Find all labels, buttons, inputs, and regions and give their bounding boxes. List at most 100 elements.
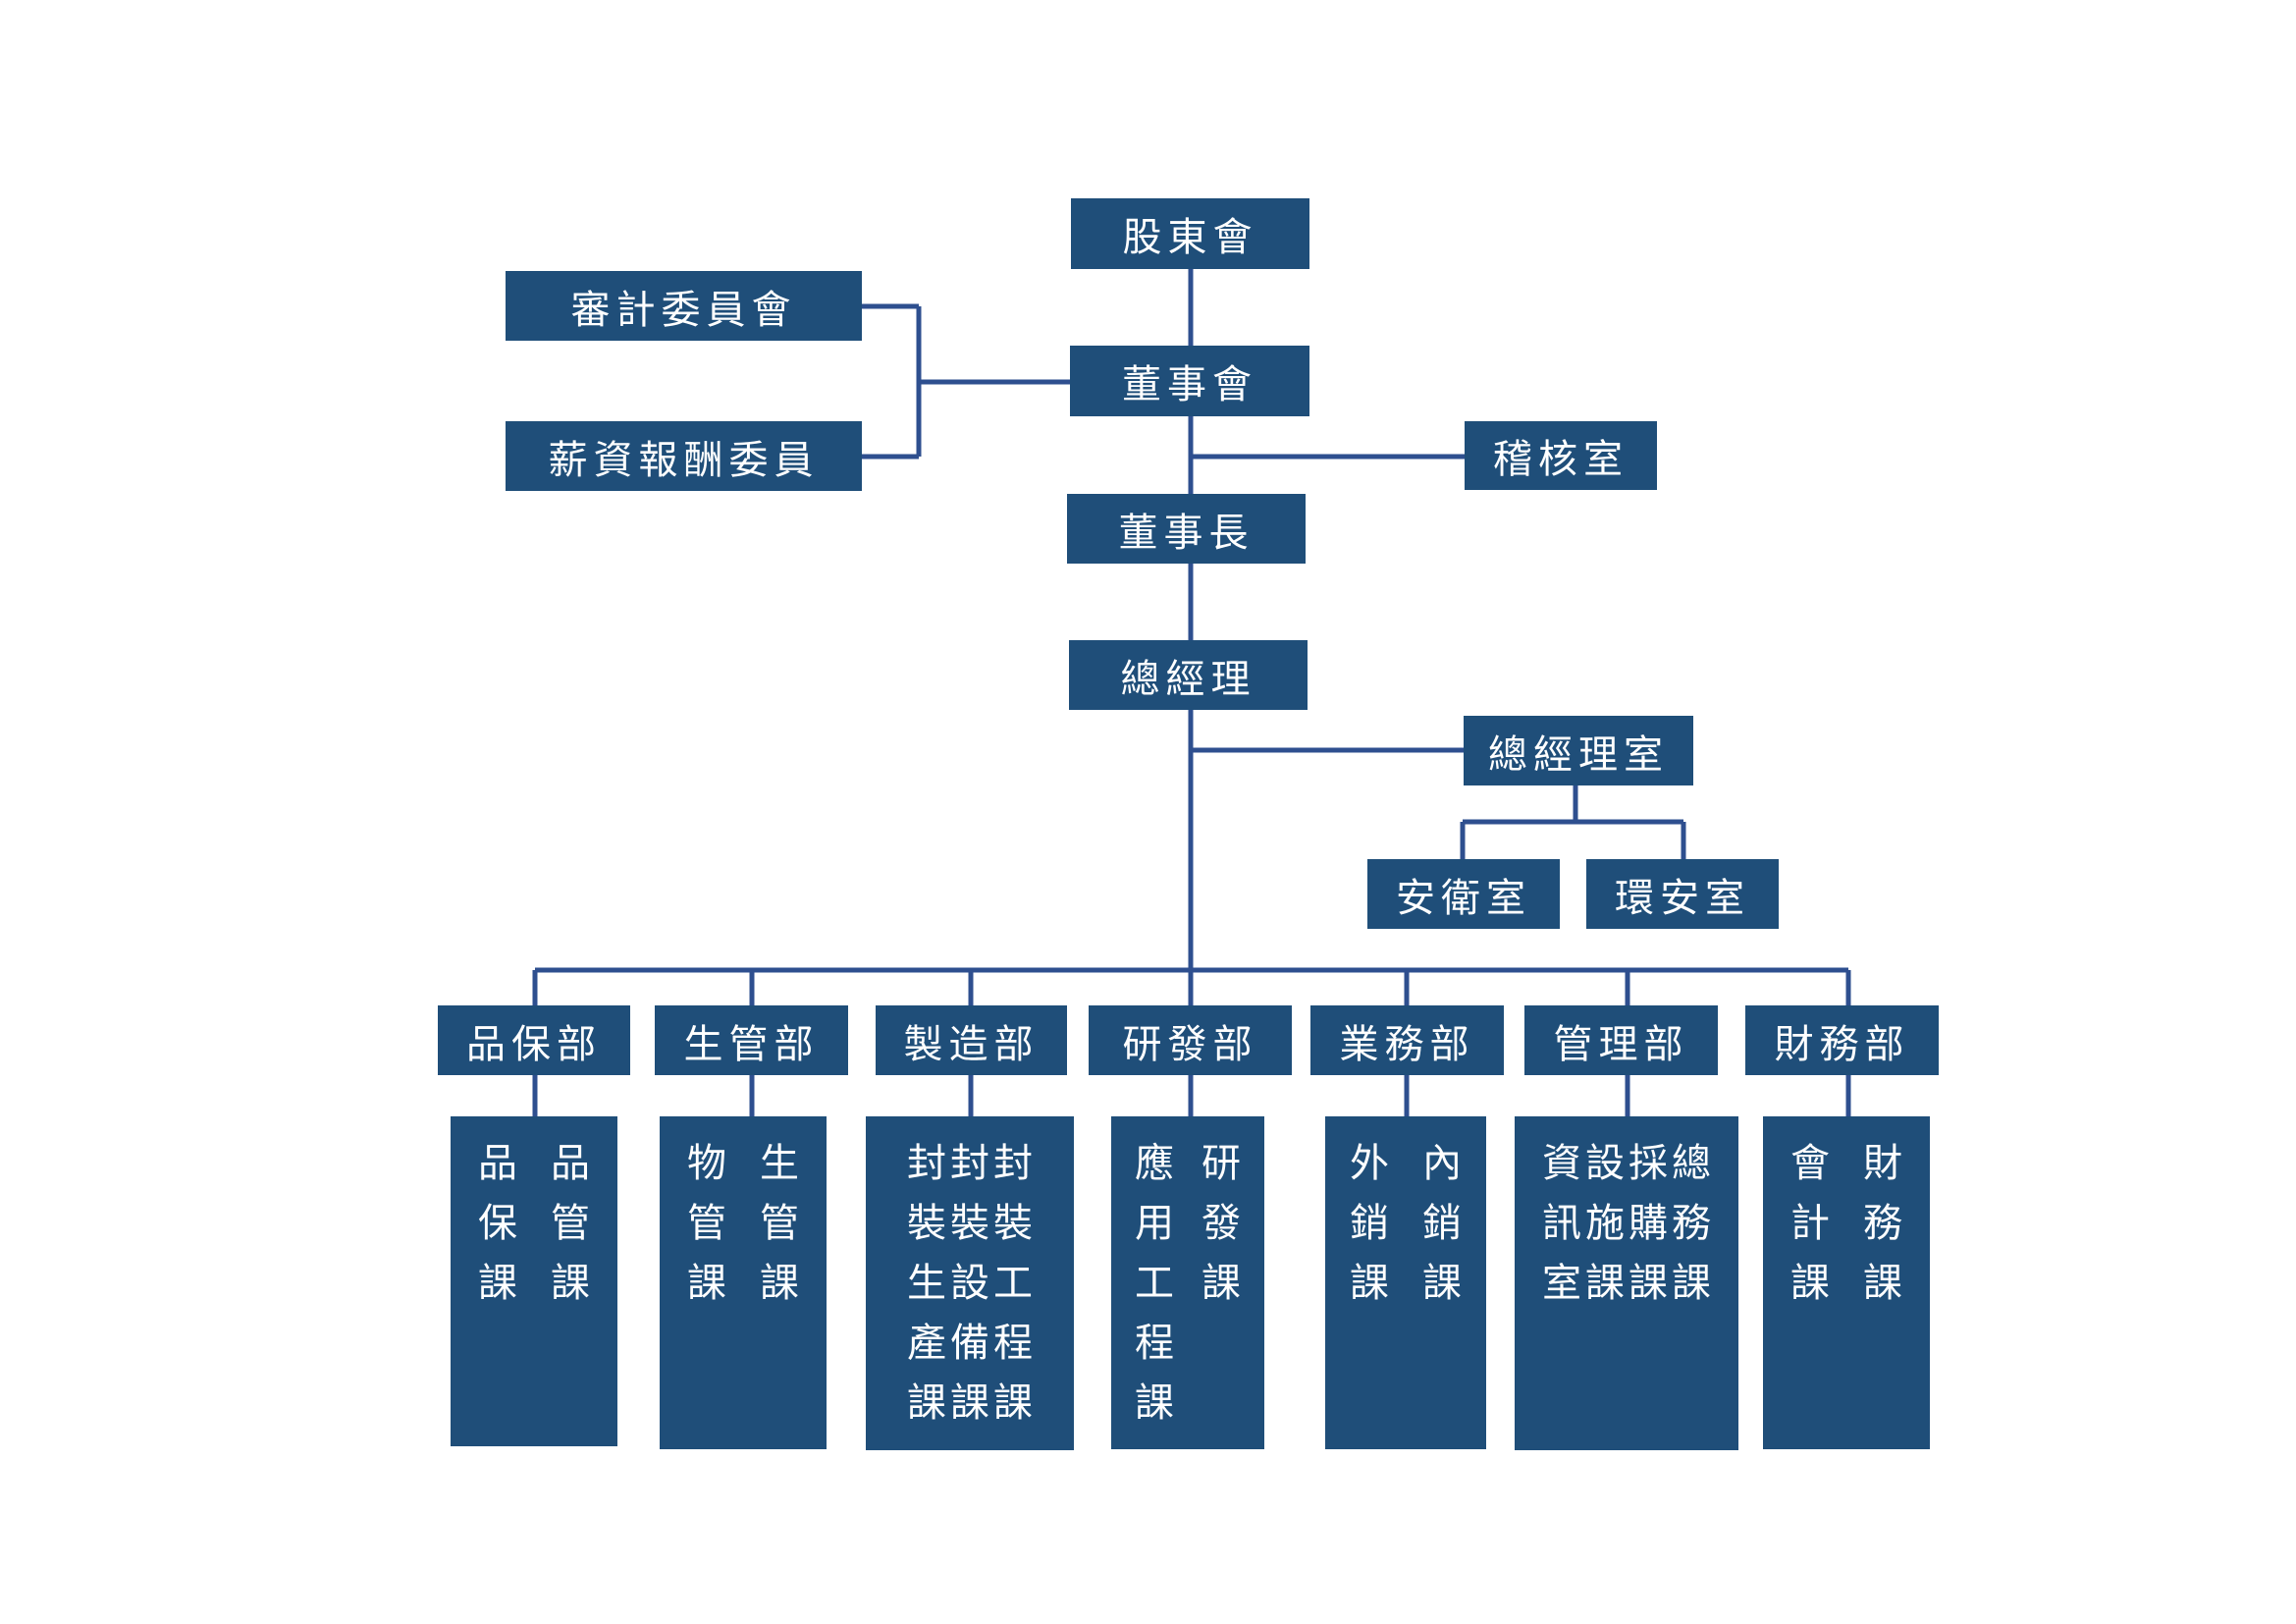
board-box: 董事會 [1070,346,1309,416]
department-box: 業務部 [1310,1005,1504,1075]
section-char: 課 [993,1380,1033,1426]
section-char: 裝 [950,1201,989,1246]
section-column: 內銷課 [1422,1134,1462,1314]
section-char: 課 [1629,1261,1668,1306]
section-column: 封裝生產課 [907,1134,946,1434]
section-column: 財務課 [1863,1134,1902,1314]
department-label: 研發部 [1122,1021,1258,1067]
section-char: 銷 [1350,1201,1389,1246]
section-char: 封 [907,1141,946,1186]
environment-office-box: 環安室 [1586,859,1779,929]
department-label: 生管部 [683,1021,820,1067]
section-column: 會計課 [1790,1134,1830,1314]
section-char: 內 [1422,1141,1462,1186]
section-char: 課 [1790,1261,1830,1306]
chairman-box: 董事長 [1067,494,1306,564]
gm-office-box: 總經理室 [1464,716,1693,785]
environment-office-label: 環安室 [1615,875,1750,921]
section-column: 應用工程課 [1135,1134,1174,1434]
department-box: 製造部 [876,1005,1067,1075]
chairman-label: 董事長 [1118,510,1255,556]
section-char: 課 [1585,1261,1625,1306]
section-column: 資訊室 [1542,1134,1581,1314]
section-char: 程 [1135,1321,1174,1366]
section-char: 工 [993,1261,1033,1306]
section-char: 務 [1863,1201,1902,1246]
compensation-committee-label: 薪資報酬委員 [548,437,820,483]
section-char: 會 [1790,1141,1830,1186]
section-column: 物管課 [687,1134,726,1314]
sections-box: 會計課財務課 [1763,1116,1930,1449]
section-char: 備 [950,1321,989,1366]
shareholders-box: 股東會 [1071,198,1309,269]
section-column: 品保課 [478,1134,517,1314]
internal-audit-label: 稽核室 [1493,437,1629,482]
section-char: 管 [551,1201,590,1246]
section-char: 課 [687,1261,726,1306]
section-char: 課 [1135,1380,1174,1426]
sections-box: 資訊室設施課採購課總務課 [1515,1116,1738,1450]
section-char: 銷 [1422,1201,1462,1246]
section-char: 管 [687,1201,726,1246]
department-box: 財務部 [1745,1005,1939,1075]
section-char: 課 [1863,1261,1902,1306]
general-manager-label: 總經理 [1120,656,1256,702]
section-char: 物 [687,1141,726,1186]
department-label: 製造部 [903,1021,1040,1067]
sections-box: 封裝生產課封裝設備課封裝工程課 [866,1116,1074,1450]
safety-office-box: 安衛室 [1367,859,1560,929]
section-char: 用 [1135,1201,1174,1246]
audit-committee-label: 審計委員會 [570,287,797,333]
section-char: 課 [907,1380,946,1426]
section-char: 課 [1350,1261,1389,1306]
section-char: 生 [760,1141,799,1186]
section-column: 設施課 [1585,1134,1625,1314]
department-box: 生管部 [655,1005,848,1075]
gm-office-label: 總經理室 [1488,731,1669,778]
section-column: 封裝設備課 [950,1134,989,1434]
section-char: 室 [1542,1261,1581,1306]
section-column: 研發課 [1201,1134,1241,1314]
shareholders-label: 股東會 [1122,215,1258,260]
sections-box: 物管課生管課 [660,1116,827,1449]
section-column: 總務課 [1672,1134,1711,1314]
section-char: 品 [551,1141,590,1186]
department-box: 研發部 [1089,1005,1292,1075]
safety-office-label: 安衛室 [1396,875,1531,921]
section-char: 課 [478,1261,517,1306]
section-char: 產 [907,1321,946,1366]
section-char: 工 [1135,1261,1174,1306]
department-box: 管理部 [1524,1005,1718,1075]
section-column: 外銷課 [1350,1134,1389,1314]
department-label: 品保部 [466,1021,602,1067]
section-char: 發 [1201,1201,1241,1246]
general-manager-box: 總經理 [1069,640,1308,710]
section-char: 課 [551,1261,590,1306]
section-char: 設 [950,1261,989,1306]
board-label: 董事會 [1122,362,1257,407]
section-char: 研 [1201,1141,1241,1186]
section-char: 外 [1350,1141,1389,1186]
section-char: 課 [1201,1261,1241,1306]
section-char: 封 [950,1141,989,1186]
section-char: 管 [760,1201,799,1246]
sections-box: 應用工程課研發課 [1111,1116,1264,1449]
department-label: 管理部 [1553,1021,1689,1067]
section-char: 品 [478,1141,517,1186]
section-char: 裝 [993,1201,1033,1246]
internal-audit-box: 稽核室 [1465,421,1657,490]
section-char: 應 [1135,1141,1174,1186]
audit-committee-box: 審計委員會 [506,271,862,341]
section-char: 訊 [1542,1201,1581,1246]
section-char: 保 [478,1201,517,1246]
department-label: 業務部 [1339,1021,1475,1067]
section-char: 務 [1672,1201,1711,1246]
section-column: 品管課 [551,1134,590,1314]
sections-box: 外銷課內銷課 [1325,1116,1486,1449]
section-char: 課 [1422,1261,1462,1306]
section-char: 生 [907,1261,946,1306]
section-char: 施 [1585,1201,1625,1246]
section-char: 程 [993,1321,1033,1366]
